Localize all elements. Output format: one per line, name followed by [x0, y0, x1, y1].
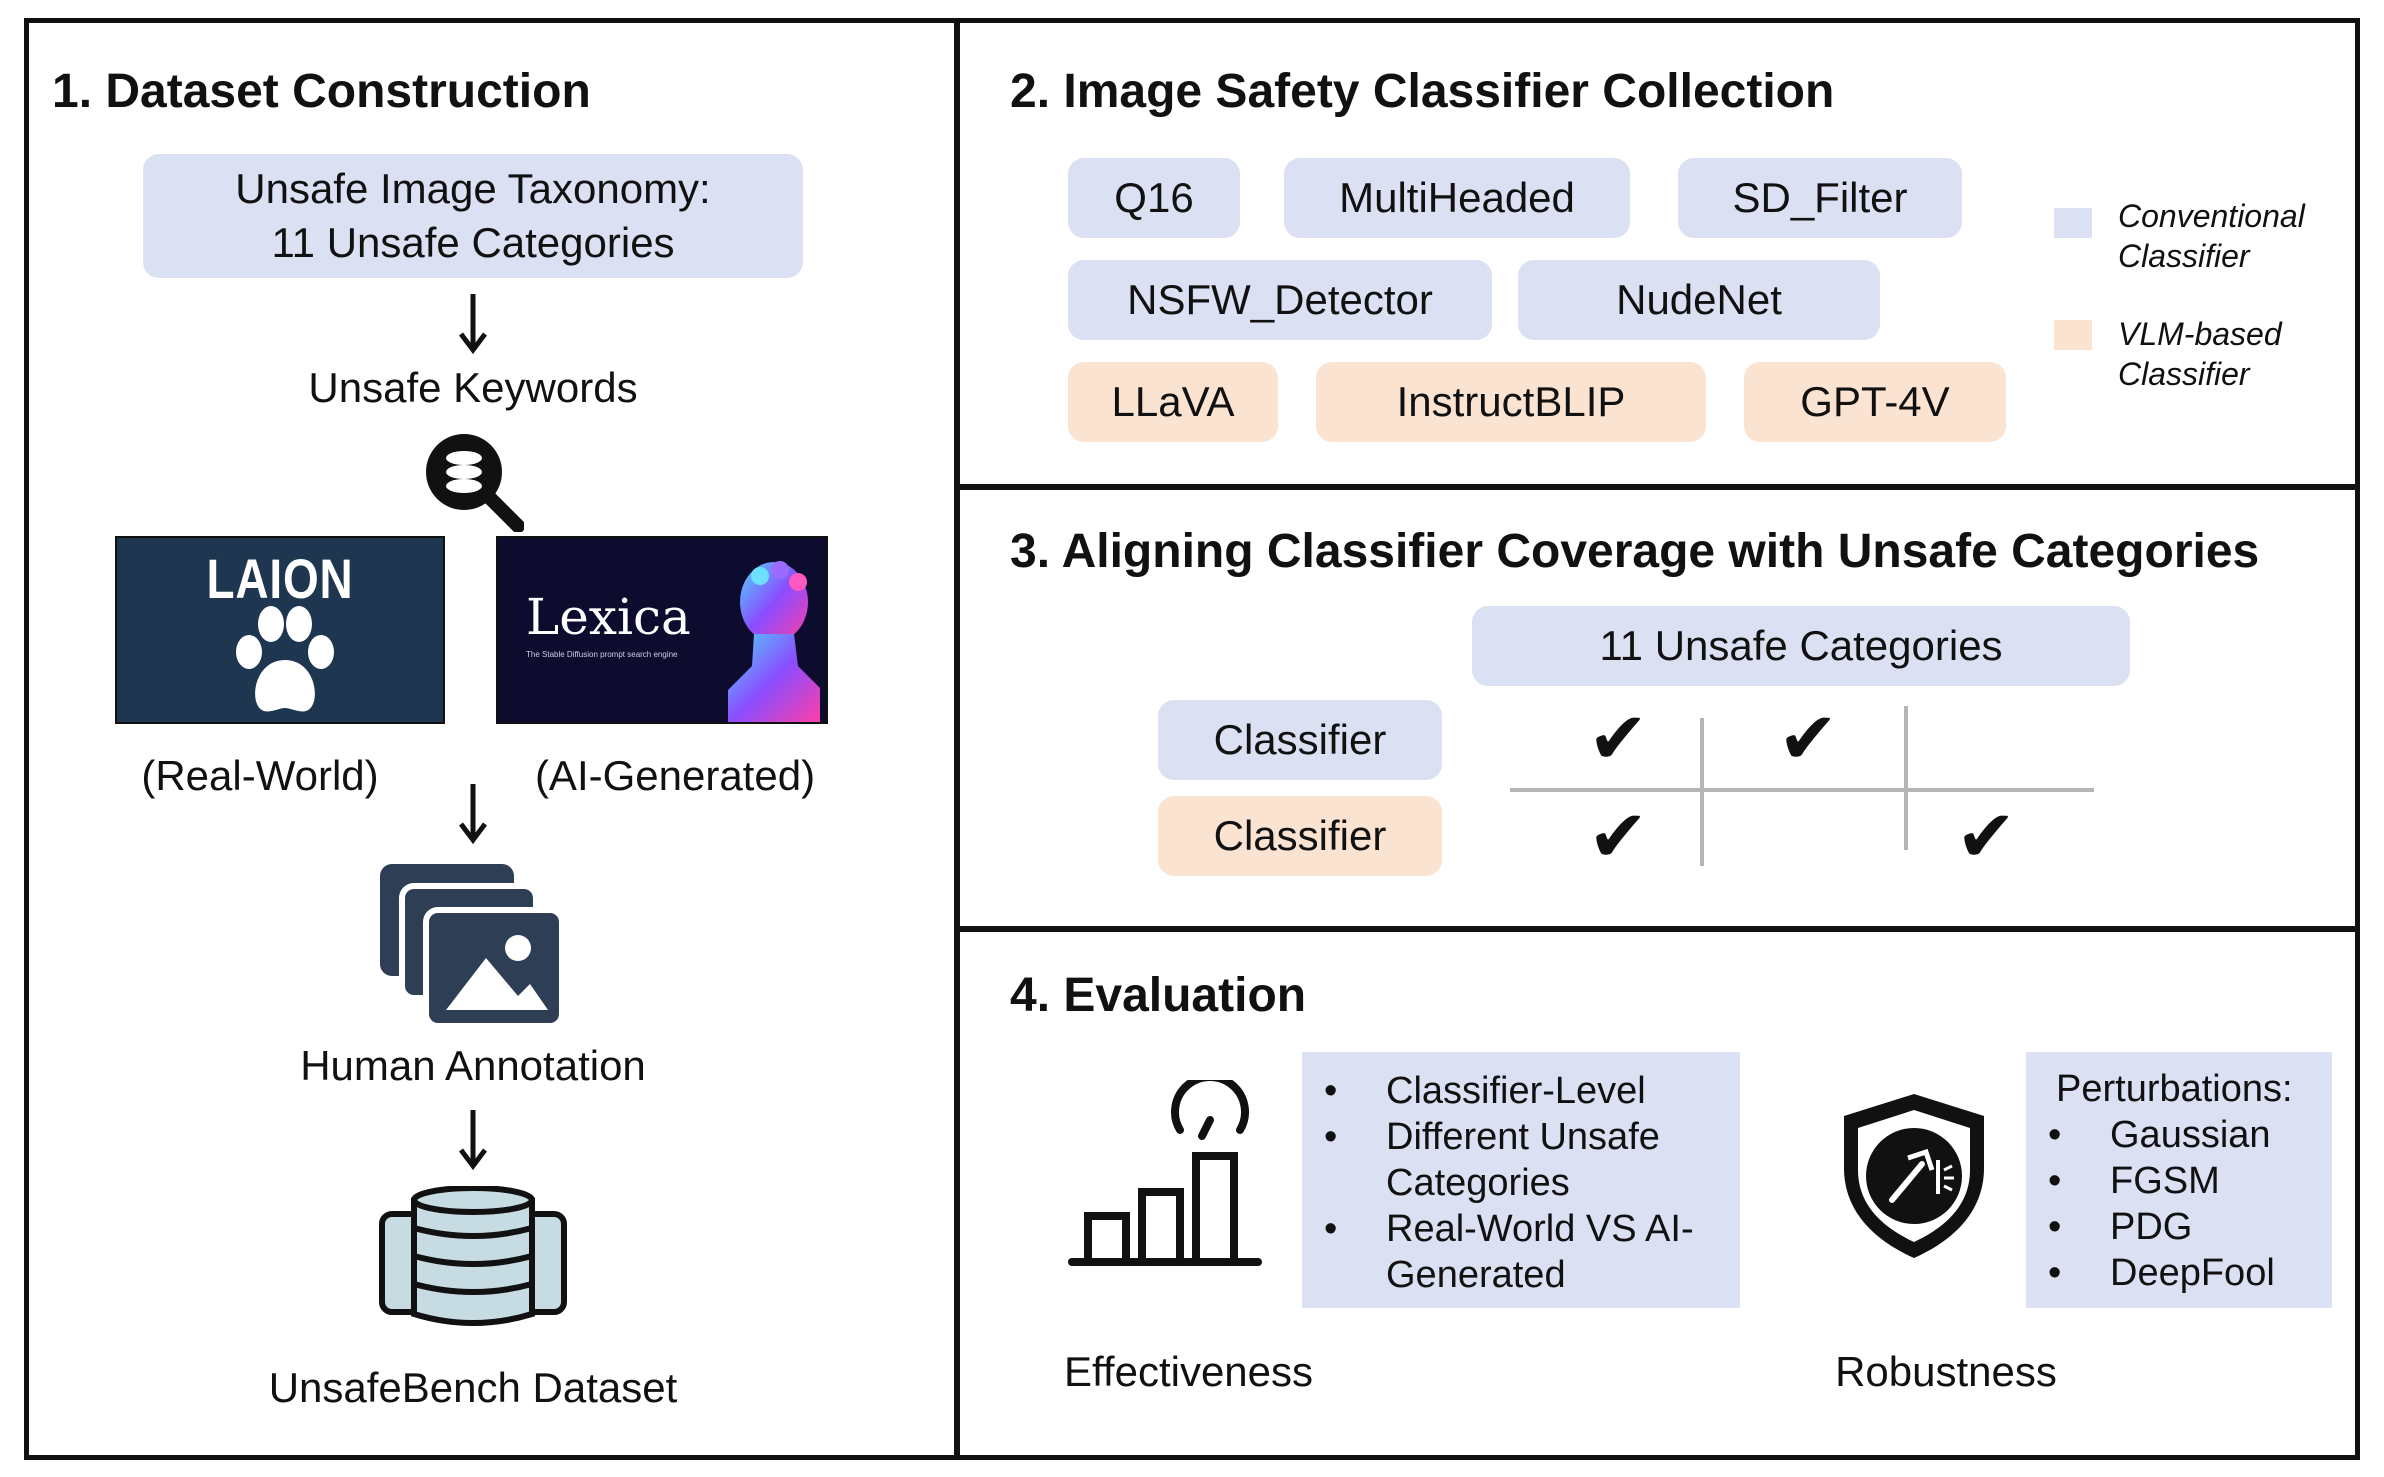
classifier-chip-multiheaded: MultiHeaded [1284, 158, 1630, 238]
down-arrow-icon [459, 784, 487, 845]
legend-vlm-line2: Classifier [2118, 356, 2250, 392]
down-arrow-icon [459, 1110, 487, 1171]
section3-title: 3. Aligning Classifier Coverage with Uns… [1010, 525, 2260, 578]
classifier-chip-sd-filter: SD_Filter [1678, 158, 1962, 238]
classifier-chip-gpt4v: GPT-4V [1744, 362, 2006, 442]
legend-conventional-text: Conventional Classifier [2118, 196, 2305, 276]
effectiveness-list: Classifier-Level Different Unsafe Catego… [1302, 1052, 1740, 1308]
legend-swatch-vlm [2054, 320, 2092, 350]
taxonomy-line2: 11 Unsafe Categories [271, 219, 675, 266]
perturbation-item: PDG [2026, 1204, 2332, 1250]
legend-vlm-line1: VLM-based [2118, 316, 2282, 352]
unsafe-categories-header: 11 Unsafe Categories [1472, 606, 2130, 686]
classifier-chip-nsfw-detector: NSFW_Detector [1068, 260, 1492, 340]
classifier-chip-instructblip: InstructBLIP [1316, 362, 1706, 442]
unsafebench-dataset-label: UnsafeBench Dataset [268, 1364, 678, 1411]
legend-conventional-line2: Classifier [2118, 238, 2250, 274]
lexica-logo: Lexica The Stable Diffusion prompt searc… [496, 536, 828, 724]
effectiveness-label: Effectiveness [1064, 1348, 1314, 1395]
section2-title: 2. Image Safety Classifier Collection [1010, 65, 1835, 118]
classifier-chip-llava: LLaVA [1068, 362, 1278, 442]
effectiveness-item: Different Unsafe Categories [1302, 1114, 1740, 1206]
panel-evaluation [954, 926, 2360, 1460]
checkmark-icon: ✔ [1956, 794, 2017, 878]
checkmark-icon: ✔ [1588, 696, 1649, 780]
database-search-icon [426, 434, 524, 532]
database-icon [379, 1186, 567, 1326]
classifier-chip-q16: Q16 [1068, 158, 1240, 238]
lexica-tagline: The Stable Diffusion prompt search engin… [526, 650, 678, 659]
legend-swatch-conventional [2054, 208, 2092, 238]
unsafe-keywords-label: Unsafe Keywords [308, 364, 638, 411]
perturbations-list: Perturbations: Gaussian FGSM PDG DeepFoo… [2026, 1052, 2332, 1308]
checkmark-icon: ✔ [1778, 696, 1839, 780]
lexica-logo-text: Lexica [526, 588, 691, 646]
laion-logo: LAION [115, 536, 445, 724]
coverage-grid [1510, 706, 2094, 866]
checkmark-icon: ✔ [1588, 794, 1649, 878]
perturbation-item: FGSM [2026, 1158, 2332, 1204]
paw-icon [236, 606, 334, 712]
ai-generated-label: (AI-Generated) [534, 752, 816, 799]
effectiveness-item: Real-World VS AI-Generated [1302, 1206, 1740, 1298]
statue-bust-icon [728, 561, 820, 722]
section1-title: 1. Dataset Construction [52, 65, 591, 118]
perturbations-title: Perturbations: [2056, 1068, 2293, 1110]
images-stack-icon [380, 864, 565, 1029]
down-arrow-icon [459, 294, 487, 355]
bar-growth-icon [1068, 1080, 1262, 1266]
perturbation-item: Gaussian [2026, 1112, 2332, 1158]
robustness-label: Robustness [1835, 1348, 2057, 1395]
legend-conventional-line1: Conventional [2118, 198, 2305, 234]
effectiveness-item: Classifier-Level [1302, 1068, 1740, 1114]
classifier-row-vlm: Classifier [1158, 796, 1442, 876]
taxonomy-line1: Unsafe Image Taxonomy: [235, 165, 711, 212]
classifier-chip-nudenet: NudeNet [1518, 260, 1880, 340]
human-annotation-label: Human Annotation [300, 1042, 646, 1089]
classifier-row-conventional: Classifier [1158, 700, 1442, 780]
shield-icon [1844, 1094, 1984, 1258]
laion-logo-text: LAION [206, 547, 354, 610]
taxonomy-box: Unsafe Image Taxonomy: 11 Unsafe Categor… [143, 154, 803, 278]
legend-vlm-text: VLM-based Classifier [2118, 314, 2282, 394]
section4-title: 4. Evaluation [1010, 969, 1307, 1022]
perturbation-item: DeepFool [2026, 1250, 2332, 1296]
real-world-label: (Real-World) [141, 752, 379, 799]
